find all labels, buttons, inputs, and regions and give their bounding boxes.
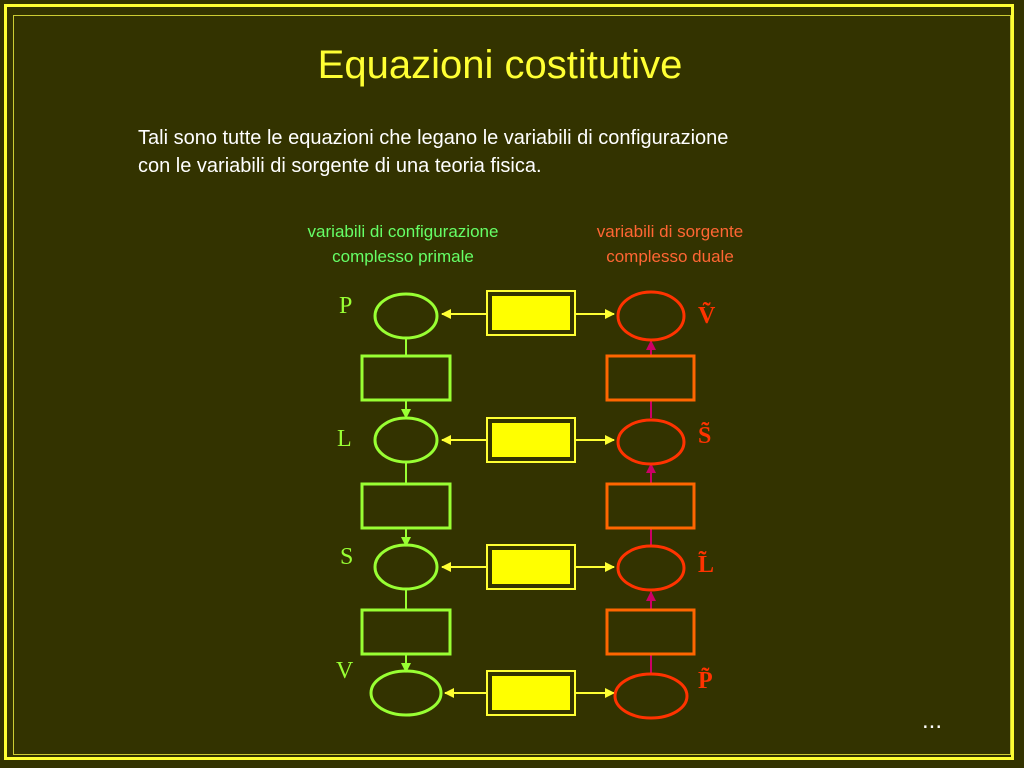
dual-boxes [605, 354, 696, 656]
constitutive-box-4 [486, 670, 576, 716]
primal-labels: P L S V [336, 293, 354, 684]
slide-inner-frame [13, 15, 1011, 755]
primal-box-1 [360, 354, 452, 402]
primal-box-3 [360, 608, 452, 656]
primal-label-p: P [339, 293, 352, 319]
dual-node-l [616, 544, 686, 592]
dual-box-2 [605, 482, 696, 530]
dual-node-s [616, 418, 686, 466]
more-ellipsis: ... [922, 707, 943, 734]
primal-node-l [373, 416, 439, 464]
primal-node-v [369, 669, 443, 717]
body-line-2: con le variabili di sorgente di una teor… [138, 155, 542, 177]
dual-box-3 [605, 608, 696, 656]
primal-node-s [373, 543, 439, 591]
primal-heading-line-2: complesso primale [332, 247, 474, 266]
primal-node-p [373, 292, 439, 340]
dual-label-l-tilde: L̃ [698, 552, 714, 578]
constitutive-arrows [441, 309, 615, 698]
dual-node-p [613, 672, 689, 720]
dual-label-s-tilde: S̃ [698, 423, 711, 449]
dual-column-heading: variabili di sorgente complesso duale [545, 219, 795, 269]
dual-heading-line-2: complesso duale [606, 247, 734, 266]
body-line-1: Tali sono tutte le equazioni che legano … [138, 127, 729, 149]
dual-nodes [613, 290, 689, 720]
dual-heading-line-1: variabili di sorgente [596, 222, 744, 241]
constitutive-boxes [486, 290, 576, 716]
dual-node-v [616, 290, 686, 342]
dual-labels: Ṽ S̃ L̃ P̃ [698, 303, 716, 694]
primal-box-2 [360, 482, 452, 530]
constitutive-box-2 [486, 417, 576, 463]
primal-label-l: L [337, 426, 352, 452]
primal-heading-line-1: variabili di configurazione [307, 222, 499, 241]
constitutive-box-3 [486, 544, 576, 590]
dual-box-1 [605, 354, 696, 402]
dual-label-v-tilde: Ṽ [698, 303, 716, 329]
primal-boxes [360, 354, 452, 656]
dual-label-p-tilde: P̃ [698, 668, 713, 694]
slide-title: Equazioni costitutive [317, 43, 683, 87]
primal-column-heading: variabili di configurazione complesso pr… [253, 219, 553, 269]
slide-outer-frame [4, 4, 1014, 760]
primal-label-s: S [340, 544, 353, 570]
primal-nodes [369, 292, 443, 717]
slide-body-text: Tali sono tutte le equazioni che legano … [138, 124, 918, 180]
constitutive-box-1 [486, 290, 576, 336]
primal-label-v: V [336, 658, 354, 684]
